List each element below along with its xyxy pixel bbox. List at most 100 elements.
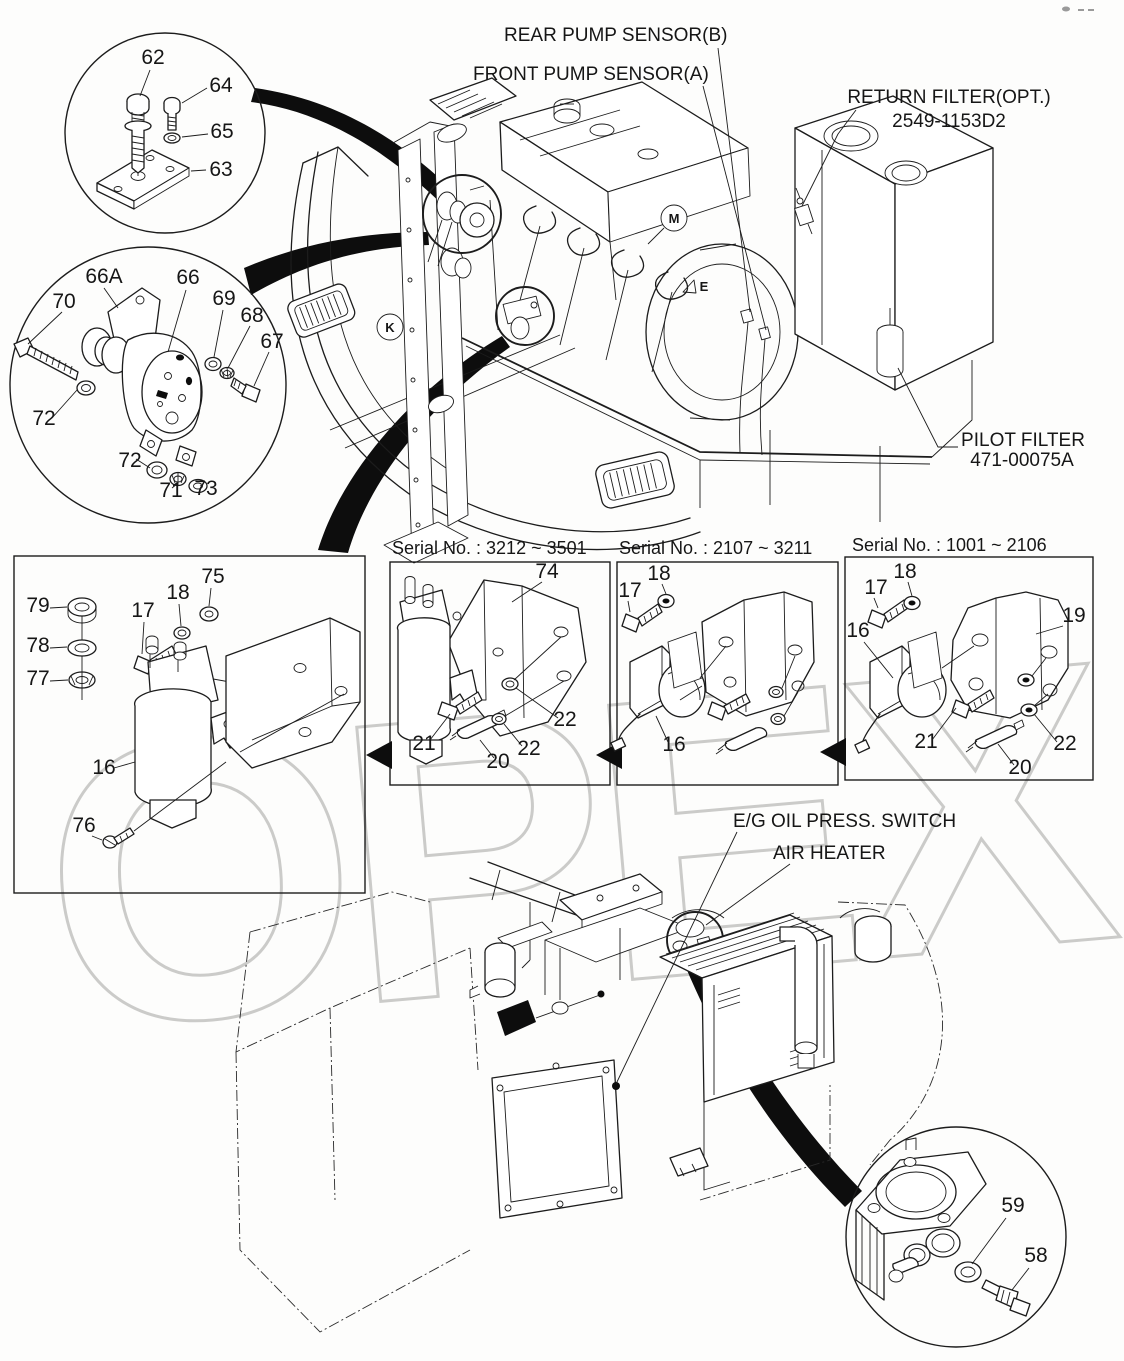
filler-cap — [553, 98, 581, 124]
callout-59: 59 — [1001, 1194, 1024, 1217]
marker-e: E — [682, 279, 709, 294]
washer-59 — [954, 1261, 982, 1283]
callout-21-box3: 21 — [914, 730, 937, 753]
washer-22b-box1 — [491, 712, 507, 726]
pilot-filter-part — [876, 308, 904, 378]
serial-label-3212: Serial No. : 3212 ~ 3501 — [392, 538, 587, 558]
callout-62: 62 — [141, 46, 164, 69]
callout-20-box3: 20 — [1008, 756, 1031, 779]
screw-76 — [102, 761, 227, 849]
callout-22a-box1: 22 — [553, 708, 576, 731]
radiator-frame — [383, 121, 469, 564]
callout-64: 64 — [209, 74, 233, 97]
pilot-filter-part-no: 471-00075A — [970, 450, 1074, 471]
flywheel-housing — [645, 243, 799, 421]
washer-72-bottom — [146, 461, 168, 479]
spacer-20-box3 — [965, 719, 1025, 753]
callout-70: 70 — [52, 290, 75, 313]
marker-m: M — [647, 204, 688, 245]
washer-75 — [199, 606, 219, 622]
intake-duct — [429, 77, 517, 143]
serial-variant-row: Serial No. : 3212 ~ 3501 Serial No. : 21… — [13, 535, 1094, 894]
detail-circle-c: 59 58 — [845, 1126, 1067, 1348]
callout-16-box2: 16 — [662, 733, 685, 756]
engine-valve-cover — [499, 81, 751, 243]
eg-oil-press-switch-label: E/G OIL PRESS. SWITCH — [733, 811, 956, 832]
detail-circle-b: 70 66A 66 69 68 67 72 72 71 73 — [9, 246, 287, 524]
rear-pump-sensor-leader — [717, 47, 751, 313]
bolt-spacer-box2 — [707, 655, 799, 755]
grille-left — [287, 283, 356, 338]
callout-66: 66 — [176, 266, 199, 289]
serial-box-2107 — [616, 561, 839, 786]
pilot-filter-leader — [897, 367, 958, 448]
washer-78 — [67, 639, 97, 657]
nut-65 — [163, 132, 181, 144]
callout-71: 71 — [159, 479, 182, 502]
bolt-70 — [13, 337, 79, 381]
pilot-filter-label: PILOT FILTER — [961, 430, 1085, 451]
front-pump-sensor-label: FRONT PUMP SENSOR(A) — [473, 64, 709, 85]
lower-machine-view — [235, 861, 943, 1333]
grille-lower — [595, 451, 675, 509]
callout-17-box3: 17 — [864, 576, 887, 599]
callout-75: 75 — [201, 565, 224, 588]
surge-tank — [839, 908, 892, 963]
callout-18-box3: 18 — [893, 560, 916, 583]
washer-18-box2 — [657, 593, 675, 609]
bracket-plate-left — [225, 617, 361, 769]
front-pump-sensor-leader — [702, 85, 767, 331]
swoosh-detail-a — [251, 88, 456, 208]
return-filter-leader — [801, 109, 857, 207]
sensor-58 — [981, 1279, 1031, 1317]
serial-label-1001: Serial No. : 1001 ~ 2106 — [852, 535, 1047, 555]
relay-part — [669, 1147, 709, 1177]
bolt-62 — [124, 93, 152, 174]
swoosh-to-left-box — [318, 336, 510, 553]
serial-label-2107: Serial No. : 2107 ~ 3211 — [619, 538, 812, 558]
callout-16-box3: 16 — [846, 619, 869, 642]
callout-16-left: 16 — [92, 756, 115, 779]
alternator-emphasis-circle — [422, 174, 502, 254]
callout-17-left: 17 — [131, 599, 154, 622]
bolt-67 — [230, 377, 261, 403]
left-box-content: 79 78 77 17 18 75 16 76 — [26, 565, 361, 849]
washer-18-box3 — [903, 595, 921, 611]
washer-69 — [204, 356, 222, 372]
marker-k-label: K — [385, 320, 395, 335]
current-variant-box — [13, 555, 366, 894]
rear-pump-sensor-label: REAR PUMP SENSOR(B) — [504, 25, 727, 46]
canister — [469, 942, 516, 999]
return-filter-label: RETURN FILTER(OPT.) — [847, 87, 1050, 108]
callout-74: 74 — [535, 560, 559, 583]
fuel-solenoid-on-engine — [502, 295, 542, 340]
coolant-pipe — [779, 926, 818, 1069]
box-1001-content: 17 18 16 19 21 20 22 — [846, 560, 1085, 779]
lower-labels: E/G OIL PRESS. SWITCH AIR HEATER — [615, 811, 956, 1085]
alternator-on-engine — [427, 185, 495, 279]
solenoid-16-box1 — [396, 576, 479, 765]
bracket-19 — [941, 591, 1069, 719]
thermostat-housing — [855, 1137, 987, 1301]
serial-box-3212 — [389, 561, 611, 786]
serial-box-1001 — [844, 556, 1094, 781]
hydraulic-tank — [794, 95, 994, 391]
callout-63: 63 — [209, 158, 232, 181]
alternator-66 — [81, 287, 203, 467]
callout-18-box2: 18 — [647, 562, 670, 585]
box-3212-content: 74 21 20 22 22 — [396, 560, 587, 773]
front-pump-sensor-part — [758, 326, 771, 341]
return-filter-part — [794, 187, 814, 235]
wiring-harness — [428, 337, 973, 522]
bolt-21-box1 — [437, 691, 483, 721]
corner-specks — [1062, 6, 1094, 12]
callout-18-left: 18 — [166, 581, 189, 604]
bolt-64 — [163, 96, 181, 131]
bracket-box2 — [679, 591, 815, 717]
washer-77 — [68, 671, 96, 689]
swoosh-detail-b — [244, 232, 429, 295]
washer-18-left — [173, 626, 191, 640]
bolt-17-box2 — [621, 603, 663, 633]
arrow-left-3 — [820, 738, 846, 766]
